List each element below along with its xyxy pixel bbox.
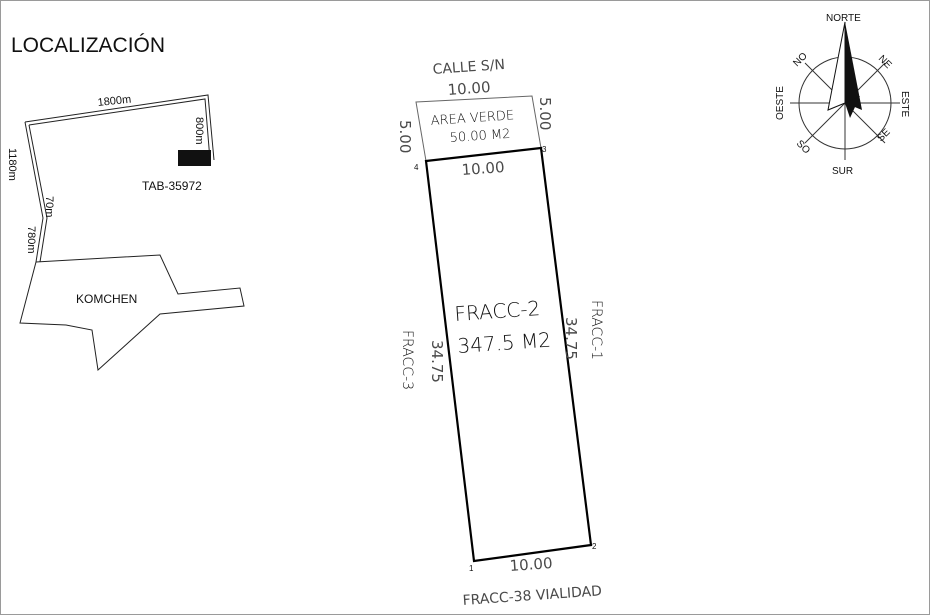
green-area-label: 50.00 M2 [449,127,511,146]
compass-west-label: OESTE [775,86,786,120]
bottom-neighbor-label: FRACC-38 VIALIDAD [462,583,602,609]
dim-right-label: 800m [193,117,205,145]
compass-no-label: NO [791,51,810,70]
lot-area-label: 347.5 M2 [457,328,552,358]
compass-se-label: SE [875,127,892,144]
left-depth-label: 34.75 [428,340,446,383]
vertex-2-label: 2 [592,542,597,551]
road-line-outer [24,94,215,161]
compass-so-label: SO [794,138,812,156]
road-line-inner [28,98,211,161]
street-label: CALLE S/N [432,57,505,78]
town-label: KOMCHEN [76,292,137,306]
compass-south-label: SUR [832,166,853,177]
lot-outline [424,146,593,563]
vertex-4-label: 4 [414,163,419,172]
compass-needle-tail [845,96,860,118]
parcel-label: TAB-35972 [142,179,202,193]
road-west-outer [24,121,44,263]
vertex-1-label: 1 [469,564,474,573]
lot-top-width-label: 10.00 [461,158,505,179]
green-name-label: AREA VERDE [430,108,514,129]
parcel-marker [178,150,211,166]
compass-east-label: ESTE [899,91,910,117]
compass-north-label: NORTE [826,13,861,24]
town-outline [19,254,245,371]
plot-drawing: CALLE S/N 10.00 5.00 5.00 AREA VERDE 50.… [396,57,604,609]
green-side-left-label: 5.00 [396,120,414,153]
green-side-right-label: 5.00 [536,97,554,130]
location-map: 1800m 800m 1180m 70m 780m TAB-35972 KOMC… [6,94,245,371]
dim-short-label: 70m [43,196,55,217]
dim-left-label: 1180m [6,148,18,181]
lot-name-label: FRACC-2 [454,296,541,326]
right-neighbor-label: FRACC-1 [588,300,604,360]
dim-lower-label: 780m [25,226,37,254]
green-width-label: 10.00 [447,78,491,99]
dim-top-label: 1800m [97,94,132,109]
road-west-inner [28,124,48,263]
compass-ne-label: NE [876,53,894,71]
lot-bottom-width-label: 10.00 [509,554,553,575]
compass-rose: NORTE SUR ESTE OESTE NE NO SE SO [775,13,910,177]
vertex-3-label: 3 [542,145,547,154]
compass-needle-dark [845,22,862,110]
compass-needle-light [827,21,846,111]
page-title: LOCALIZACIÓN [11,34,165,57]
right-depth-label: 34.75 [562,317,580,360]
left-neighbor-label: FRACC-3 [399,330,415,390]
